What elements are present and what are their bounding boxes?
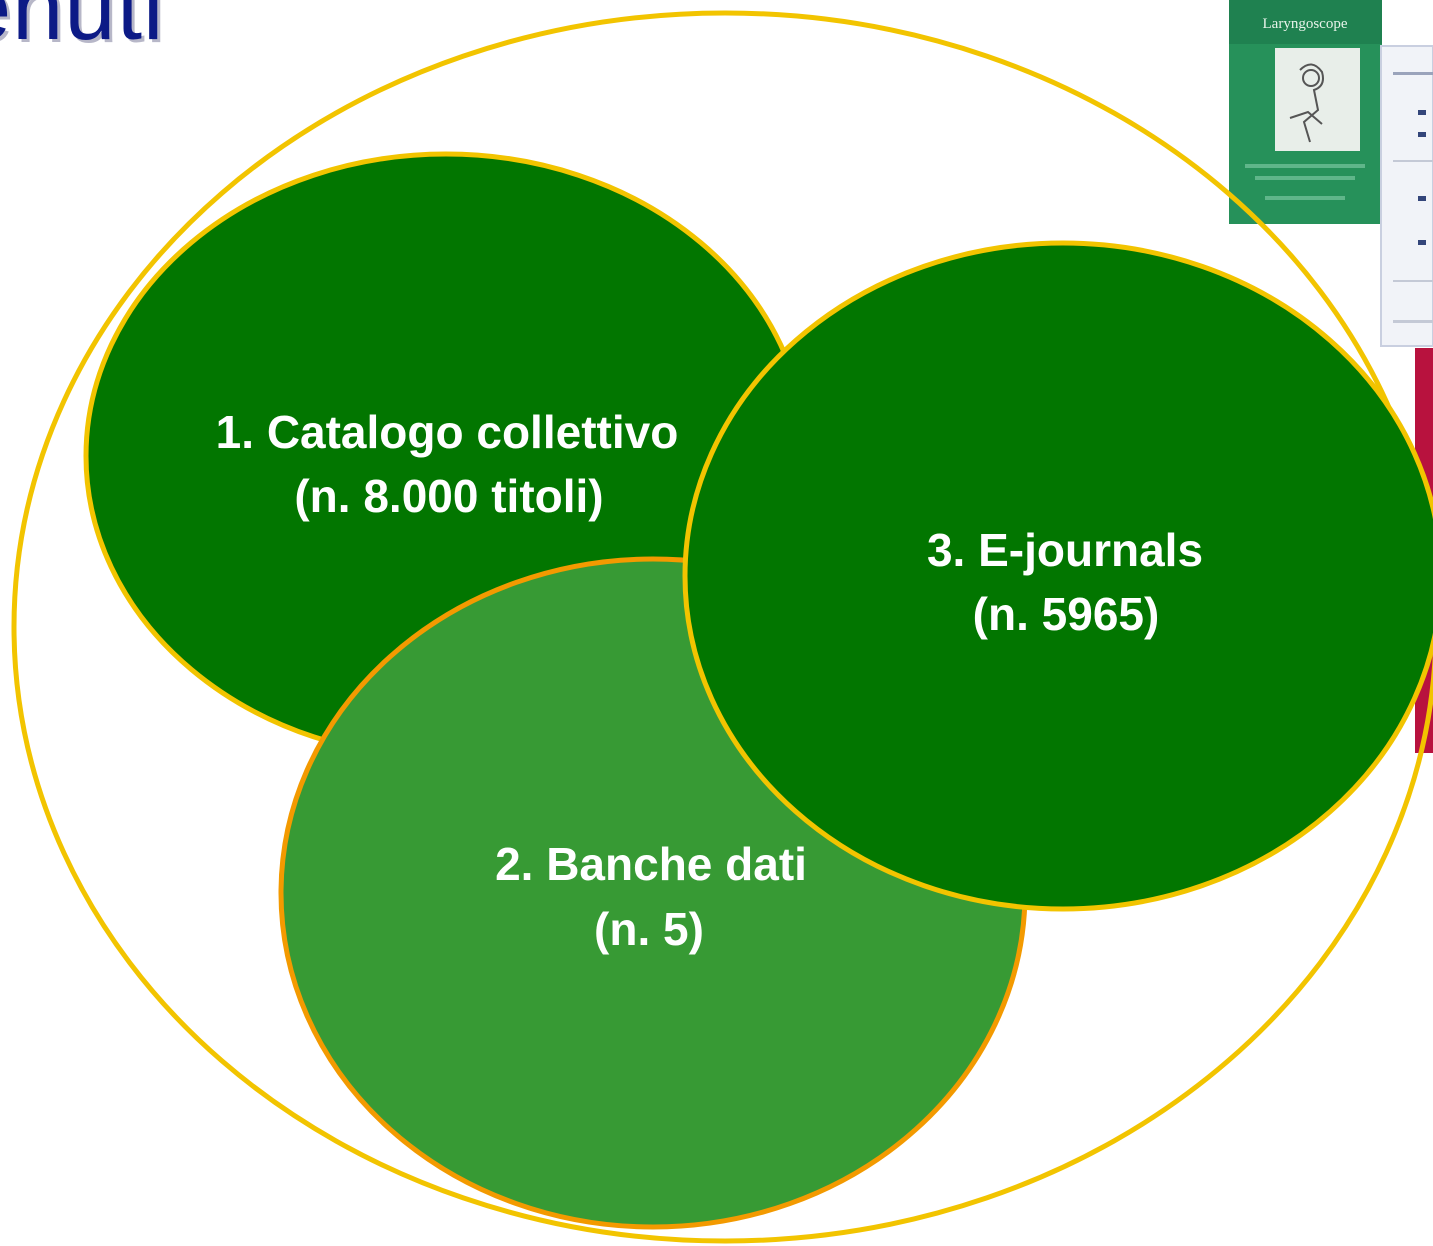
label-catalogo-name: 1. Catalogo collettivo <box>216 406 679 458</box>
label-catalogo-count: (n. 8.000 titoli) <box>294 470 603 522</box>
label-e-journals-name: 3. E-journals <box>927 524 1203 576</box>
cover-title: Laryngoscope <box>1263 16 1348 32</box>
label-e-journals: 3. E-journals (n. 5965) <box>927 524 1203 640</box>
journal-toc-thumbnail <box>1380 45 1433 347</box>
outer-ring <box>11 10 1433 1244</box>
circle-e-journals <box>682 240 1433 912</box>
slide-title: enuti <box>0 0 165 59</box>
laryngoscope-cover-thumbnail: Laryngoscope <box>1229 0 1382 224</box>
label-catalogo: 1. Catalogo collettivo (n. 8.000 titoli) <box>216 406 679 522</box>
label-banche-dati-name: 2. Banche dati <box>495 838 807 890</box>
label-banche-dati: 2. Banche dati (n. 5) <box>495 838 807 955</box>
label-e-journals-count: (n. 5965) <box>973 588 1160 640</box>
label-banche-dati-count: (n. 5) <box>594 903 704 955</box>
